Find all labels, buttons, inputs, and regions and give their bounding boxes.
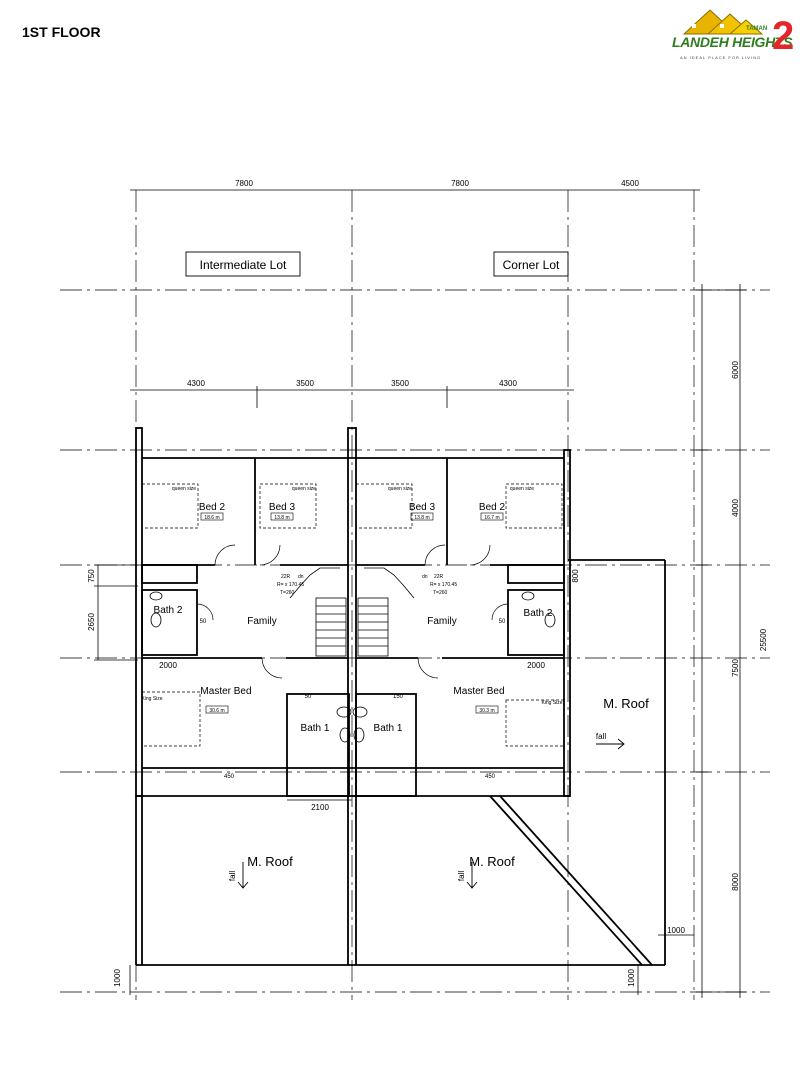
bed-size-king-right: King Size: [541, 700, 562, 706]
dim-top-a: 7800: [235, 179, 253, 188]
dim-right-4000: 4000: [731, 499, 740, 517]
label-corner-lot: Corner Lot: [503, 258, 560, 272]
stair-right-line-3: T=260: [433, 590, 448, 596]
dim-sub-3: 3500: [391, 379, 409, 388]
dim-top-b: 7800: [451, 179, 469, 188]
dim-50-a: 50: [200, 619, 207, 625]
dim-corridor: 2100: [311, 803, 329, 812]
room-bath2-right: Bath 2: [524, 608, 553, 619]
roof-label-right: M. Roof: [603, 696, 649, 711]
fall-label-bottom-left: fall: [228, 871, 237, 881]
logo-tagline: AN IDEAL PLACE FOR LIVING: [680, 55, 762, 60]
logo-number: 2: [772, 14, 795, 58]
roof-label-bottom-right: M. Roof: [469, 854, 515, 869]
dim-bath-left: 2000: [159, 661, 177, 670]
grid-lines: [60, 190, 770, 1000]
dim-sub-2: 3500: [296, 379, 314, 388]
furniture: [141, 483, 565, 747]
area-master-right: 30.3 m: [479, 708, 494, 714]
room-bed3-left: Bed 3: [269, 502, 296, 513]
area-tags: [200, 512, 504, 714]
dimension-lines: [94, 189, 746, 998]
stair-right-line-2: R= x 170.45: [430, 582, 457, 588]
dim-450-left: 450: [224, 774, 235, 780]
stair-left-line-2: R= x 170.45: [277, 582, 304, 588]
dim-left-750: 750: [87, 569, 96, 583]
fall-label-right: fall: [596, 732, 606, 741]
stair-right-dn: dn: [422, 574, 428, 580]
dim-450-right: 450: [485, 774, 496, 780]
area-bed2-left: 18.6 m: [204, 515, 219, 521]
dim-right-total: 25500: [759, 628, 768, 651]
dim-sub-1: 4300: [187, 379, 205, 388]
dim-bath-right: 2000: [527, 661, 545, 670]
dim-sub-4: 4300: [499, 379, 517, 388]
roof-icon: [682, 9, 764, 35]
stairs: [289, 567, 415, 657]
logo-name: LANDEH HEIGHTS: [672, 34, 793, 50]
stair-right-line-1: 22R: [434, 574, 444, 580]
dim-right-800: 800: [571, 569, 580, 583]
room-bath2-left: Bath 2: [154, 605, 183, 616]
lot-label-boxes: [185, 251, 569, 277]
page-title: 1ST FLOOR: [22, 24, 101, 40]
dim-150: 150: [393, 694, 404, 700]
building-walls: [135, 427, 666, 966]
area-bed3-left: 13.8 m: [274, 515, 289, 521]
room-bath1-left: Bath 1: [301, 723, 330, 734]
dim-right-6000: 6000: [731, 361, 740, 379]
roof-label-bottom-left: M. Roof: [247, 854, 293, 869]
brand-logo: TAMAN LANDEH HEIGHTS 2 AN IDEAL PLACE FO…: [668, 6, 798, 68]
logo-prefix: TAMAN: [746, 26, 768, 32]
stair-left-dn: dn: [298, 574, 304, 580]
bed-size-king-left: King Size: [141, 696, 162, 702]
room-master-left: Master Bed: [200, 686, 251, 697]
sanitary-fixtures: [149, 591, 556, 743]
area-bed2-right: 16.7 m: [484, 515, 499, 521]
room-bed2-right: Bed 2: [479, 502, 506, 513]
bed-size-queen-1: queen size: [172, 486, 196, 492]
area-bed3-right: 13.8 m: [414, 515, 429, 521]
stair-left-line-3: T=260: [280, 590, 295, 596]
dim-right-1000a: 1000: [667, 926, 685, 935]
label-intermediate-lot: Intermediate Lot: [200, 258, 287, 272]
stair-left-line-1: 22R: [281, 574, 291, 580]
dim-right-7500: 7500: [731, 659, 740, 677]
dim-left-1000: 1000: [113, 969, 122, 987]
fall-label-bottom-right: fall: [457, 871, 466, 881]
dim-top-c: 4500: [621, 179, 639, 188]
room-bed3-right: Bed 3: [409, 502, 436, 513]
dim-50-c: 50: [305, 694, 312, 700]
bed-size-queen-4: queen size: [510, 486, 534, 492]
dim-right-1000b: 1000: [627, 969, 636, 987]
dim-50-b: 50: [499, 619, 506, 625]
room-bath1-right: Bath 1: [374, 723, 403, 734]
fall-arrows: [237, 738, 625, 889]
room-family-right: Family: [427, 616, 456, 627]
dim-right-8000: 8000: [731, 873, 740, 891]
room-master-right: Master Bed: [453, 686, 504, 697]
area-master-left: 30.6 m: [209, 708, 224, 714]
dim-left-2650: 2650: [87, 613, 96, 631]
room-family-left: Family: [247, 616, 276, 627]
door-swings: [196, 544, 509, 679]
bed-size-queen-3: queen size: [388, 486, 412, 492]
room-bed2-left: Bed 2: [199, 502, 226, 513]
bed-size-queen-2: queen size: [292, 486, 316, 492]
